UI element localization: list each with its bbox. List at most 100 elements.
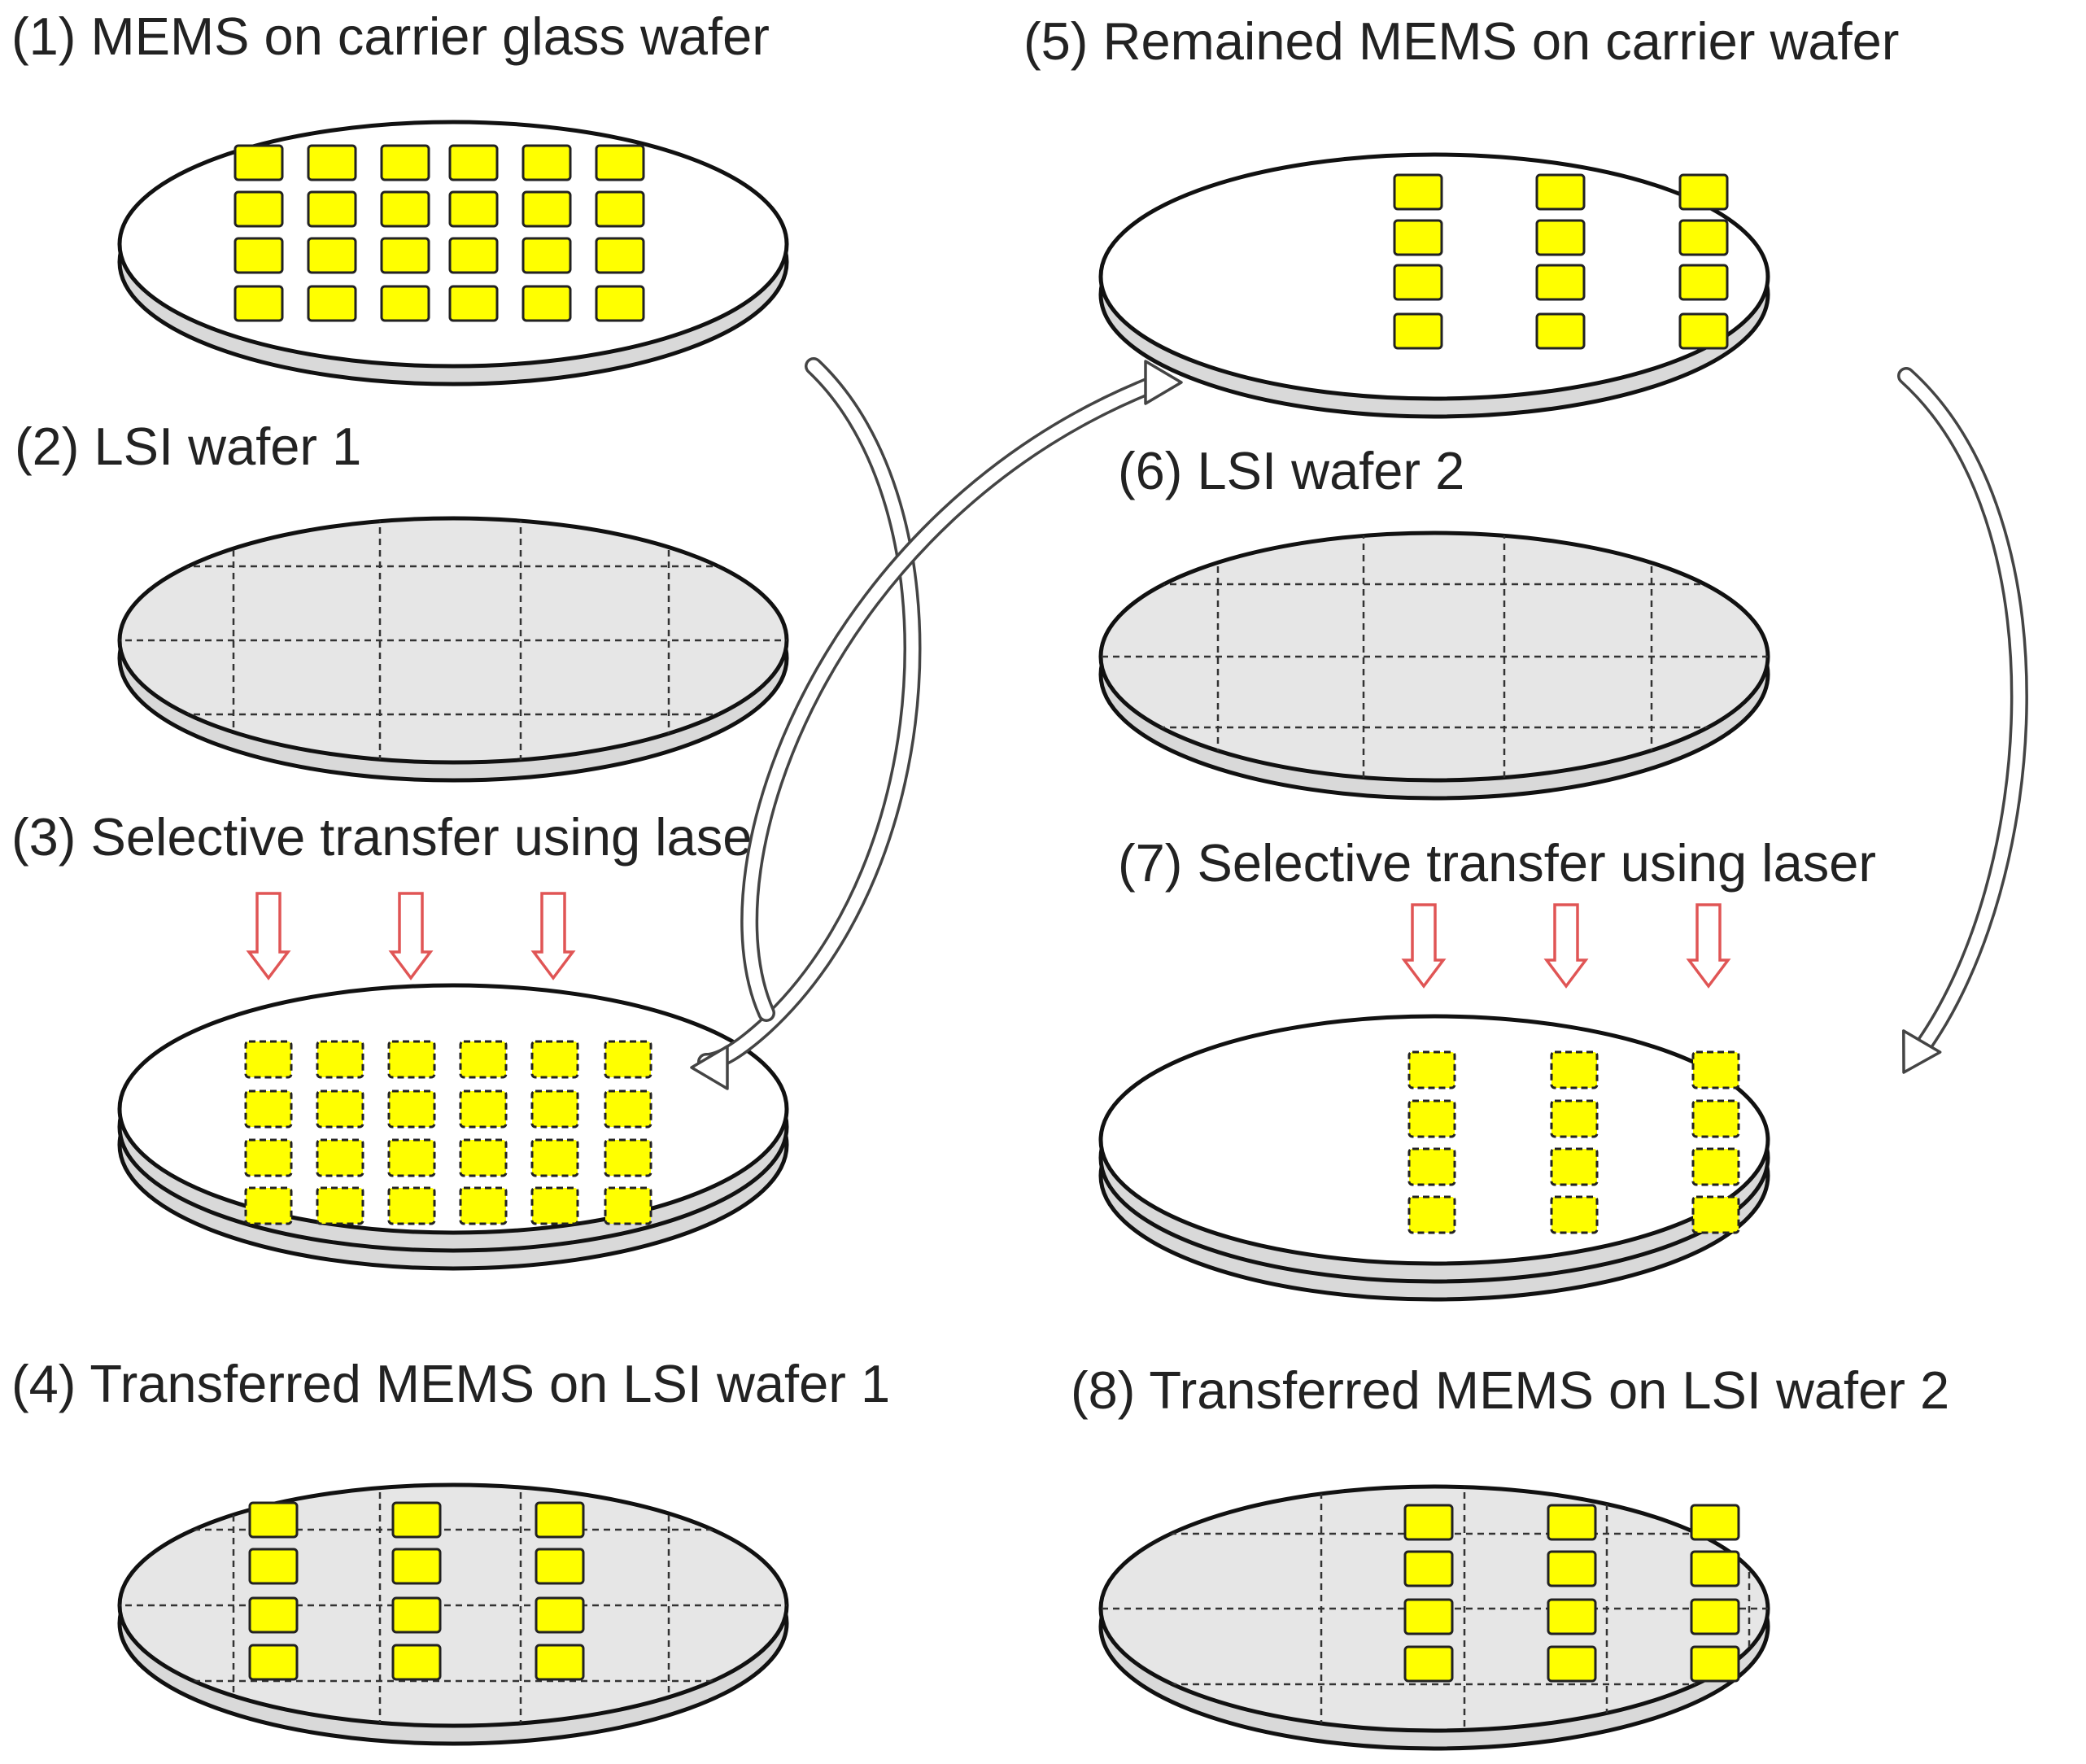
step-1-mems-chip [522, 237, 572, 274]
step-7-mems-chip [1691, 1147, 1740, 1186]
step-7-laser-arrow [1401, 903, 1447, 989]
step-7-mems-chip [1407, 1099, 1456, 1138]
step-3-mems-chip [530, 1138, 579, 1177]
step-8-mems-chip [1690, 1504, 1740, 1541]
step-8-mems-chip [1690, 1598, 1740, 1635]
step-1-mems-chip [522, 144, 572, 181]
step-4-mems-chip [535, 1596, 585, 1634]
step-3-mems-chip [316, 1089, 364, 1129]
step-3-mems-chip [387, 1186, 436, 1225]
step-2-grid [120, 518, 787, 762]
flow-arrow-5-to-7-outline [1897, 367, 2028, 1057]
step-1-mems-chip [380, 190, 430, 228]
step-3-mems-chip [604, 1089, 652, 1129]
step-5-mems-chip [1535, 312, 1586, 350]
step-4-mems-chip [248, 1501, 299, 1539]
step-8-mems-chip [1403, 1504, 1454, 1541]
step-1-mems-chip [307, 237, 357, 274]
step-8-mems-chip [1403, 1550, 1454, 1587]
step-7-label: (7) Selective transfer using laser [1118, 833, 1877, 893]
step-7-laser-arrow [1543, 903, 1589, 989]
step-3-mems-chip [604, 1138, 652, 1177]
step-4-mems-chip [535, 1644, 585, 1681]
step-1-mems-chip [522, 285, 572, 322]
step-1-mems-chip [448, 190, 499, 228]
step-3-mems-chip [316, 1138, 364, 1177]
step-4-mems-chip [248, 1548, 299, 1585]
step-3-mems-chip [604, 1186, 652, 1225]
step-5-mems-chip [1535, 173, 1586, 211]
flow-arrow-1-to-3-head [690, 1045, 729, 1090]
step-4-mems-chip [535, 1501, 585, 1539]
step-1-mems-chip [233, 190, 284, 228]
step-4-mems-chip [248, 1644, 299, 1681]
step-8-mems-chip [1403, 1645, 1454, 1683]
step-1-mems-chip [380, 237, 430, 274]
step-6-label: (6) LSI wafer 2 [1118, 441, 1465, 500]
step-3-mems-chip [604, 1040, 652, 1079]
step-3-laser-arrow [388, 892, 434, 980]
step-2-label: (2) LSI wafer 1 [15, 417, 362, 476]
step-5-mems-chip [1393, 312, 1443, 350]
step-4-mems-chip [391, 1501, 442, 1539]
step-1-mems-chip [307, 190, 357, 228]
step-5-label: (5) Remained MEMS on carrier wafer [1023, 11, 1900, 71]
step-1-mems-chip [307, 144, 357, 181]
step-3-mems-chip [387, 1089, 436, 1129]
step-3-mems-chip [244, 1089, 293, 1129]
step-5-mems-chip [1678, 173, 1729, 211]
flow-arrow-1-to-3-fill [700, 360, 919, 1068]
step-7-mems-chip [1550, 1050, 1599, 1089]
step-4-label: (4) Transferred MEMS on LSI wafer 1 [11, 1354, 891, 1413]
step-1-mems-chip [448, 144, 499, 181]
step-3-mems-chip [459, 1186, 508, 1225]
step-7-mems-chip [1407, 1050, 1456, 1089]
step-7-laser-arrow [1686, 903, 1731, 989]
step-7-mems-chip [1691, 1195, 1740, 1234]
flow-arrow-3-to-5-fill [743, 378, 1160, 1020]
step-5-mems-chip [1393, 264, 1443, 301]
step-4-mems-chip [248, 1596, 299, 1634]
step-8-mems-chip [1690, 1645, 1740, 1683]
step-5-mems-chip [1678, 312, 1729, 350]
step-1-mems-chip [448, 237, 499, 274]
wafer-step-3 [117, 892, 789, 1271]
step-3-mems-chip [459, 1040, 508, 1079]
step-5-mems-chip [1393, 219, 1443, 256]
step-1-mems-chip [595, 285, 645, 322]
step-3-laser-arrow [530, 892, 576, 980]
step-4-mems-chip [535, 1548, 585, 1585]
step-5-mems-chip [1678, 264, 1729, 301]
step-5-mems-chip [1535, 219, 1586, 256]
wafer-step-8 [1098, 1484, 1770, 1751]
step-4-mems-chip [391, 1548, 442, 1585]
wafer-step-5 [1098, 152, 1770, 419]
step-1-mems-chip [380, 144, 430, 181]
step-5-mems-chip [1393, 173, 1443, 211]
step-1-label: (1) MEMS on carrier glass wafer [11, 7, 770, 66]
step-1-mems-chip [233, 144, 284, 181]
stacked-wafer-1-top [117, 983, 789, 1235]
step-7-mems-chip [1550, 1147, 1599, 1186]
step-7-mems-chip [1407, 1195, 1456, 1234]
step-7-mems-chip [1691, 1050, 1740, 1089]
wafer-step-1 [117, 120, 789, 386]
step-3-label: (3) Selective transfer using laser [11, 807, 770, 867]
step-3-mems-chip [530, 1186, 579, 1225]
step-1-mems-chip [307, 285, 357, 322]
step-1-mems-chip [233, 285, 284, 322]
step-3-mems-chip [530, 1089, 579, 1129]
wafer-step-2 [117, 516, 789, 783]
step-3-laser-arrow [246, 892, 291, 980]
step-3-mems-chip [387, 1138, 436, 1177]
step-3-mems-chip [387, 1040, 436, 1079]
step-8-mems-chip [1690, 1550, 1740, 1587]
wafer-step-7 [1098, 903, 1770, 1302]
step-7-mems-chip [1550, 1099, 1599, 1138]
step-4-grid [120, 1485, 787, 1726]
step-5-mems-chip [1678, 219, 1729, 256]
step-1-mems-chip [595, 190, 645, 228]
step-1-mems-chip [522, 190, 572, 228]
step-3-mems-chip [459, 1089, 508, 1129]
